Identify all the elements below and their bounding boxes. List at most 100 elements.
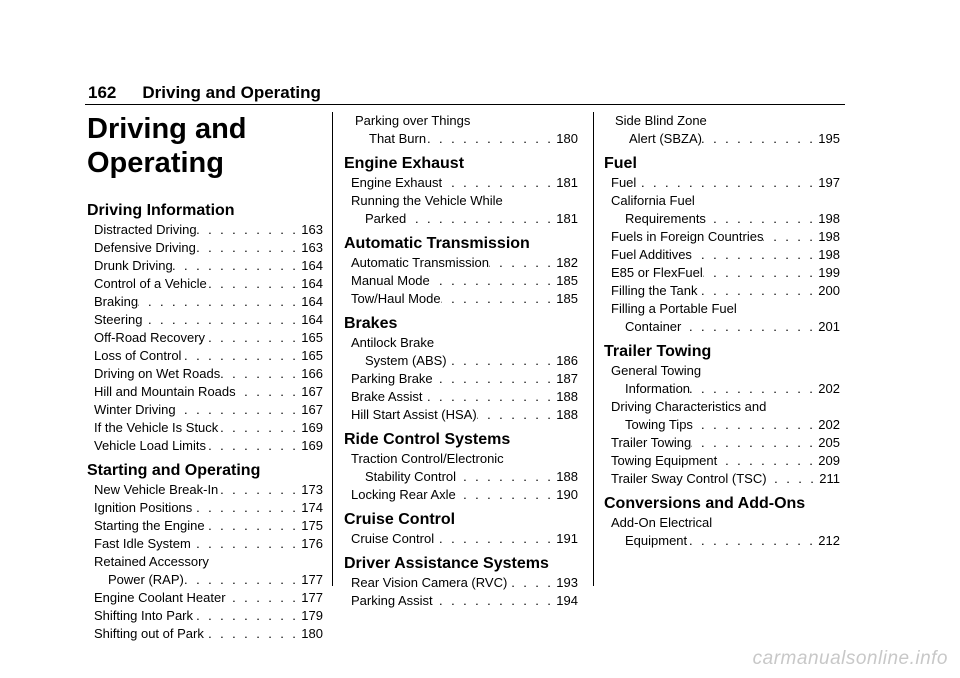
toc-entry[interactable]: E85 or FlexFuel199 <box>611 264 840 282</box>
toc-entry[interactable]: Manual Mode185 <box>351 272 578 290</box>
dot-leader <box>702 130 818 148</box>
dot-leader <box>687 532 818 550</box>
toc-entry[interactable]: Running the Vehicle WhileParked181 <box>351 192 578 228</box>
toc-entry-label: Vehicle Load Limits <box>94 438 207 453</box>
toc-entry[interactable]: Engine Exhaust181 <box>351 174 578 192</box>
toc-entry-label: Loss of Control <box>94 348 182 363</box>
toc-entry[interactable]: Parking Brake187 <box>351 370 578 388</box>
dot-leader <box>433 370 557 388</box>
toc-entry-label: Power (RAP) <box>108 572 184 587</box>
section-heading: Starting and Operating <box>87 462 261 479</box>
toc-entry-page: 202 <box>818 417 840 432</box>
toc-entry[interactable]: Vehicle Load Limits169 <box>94 437 323 455</box>
toc-entry[interactable]: Starting the Engine175 <box>94 517 323 535</box>
chapter-title-line: Driving and <box>87 113 247 145</box>
toc-entry[interactable]: Defensive Driving163 <box>94 239 323 257</box>
toc-entry-label: Filling the Tank <box>611 283 698 298</box>
toc-entry-label: Engine Coolant Heater <box>94 590 226 605</box>
toc-entry[interactable]: Distracted Driving163 <box>94 221 323 239</box>
toc-entry-label: Rear Vision Camera (RVC) <box>351 575 508 590</box>
toc-entry[interactable]: Towing Equipment209 <box>611 452 840 470</box>
toc-entry[interactable]: Off-Road Recovery165 <box>94 329 323 347</box>
toc-entry-page: 186 <box>556 353 578 368</box>
toc-entry-page: 188 <box>556 389 578 404</box>
toc-entry[interactable]: Fuels in Foreign Countries198 <box>611 228 840 246</box>
toc-entry-label: Information <box>625 381 691 396</box>
toc-entry[interactable]: Ignition Positions174 <box>94 499 323 517</box>
toc-entry-label: Manual Mode <box>351 273 430 288</box>
toc-entry[interactable]: California FuelRequirements198 <box>611 192 840 228</box>
dot-leader <box>406 210 556 228</box>
toc-entry[interactable]: Add-On ElectricalEquipment212 <box>611 514 840 550</box>
toc-entry[interactable]: New Vehicle Break-In173 <box>94 481 323 499</box>
toc-entry-label-line1: Retained Accessory <box>94 554 209 569</box>
toc-entry[interactable]: Control of a Vehicle164 <box>94 275 323 293</box>
toc-entry[interactable]: If the Vehicle Is Stuck169 <box>94 419 323 437</box>
toc-entry-label: Hill Start Assist (HSA) <box>351 407 477 422</box>
toc-entry[interactable]: Tow/Haul Mode185 <box>351 290 578 308</box>
toc-entry-page: 164 <box>301 258 323 273</box>
toc-entry[interactable]: Trailer Sway Control (TSC)211 <box>611 470 840 488</box>
toc-entry-row: Hill and Mountain Roads167 <box>94 383 323 401</box>
dot-leader <box>196 239 301 257</box>
toc-entry-label: Tow/Haul Mode <box>351 291 441 306</box>
toc-entry-label: Control of a Vehicle <box>94 276 207 291</box>
toc-entry[interactable]: Filling the Tank200 <box>611 282 840 300</box>
toc-entry[interactable]: Steering164 <box>94 311 323 329</box>
toc-entry[interactable]: Locking Rear Axle190 <box>351 486 578 504</box>
toc-entry[interactable]: Fast Idle System176 <box>94 535 323 553</box>
toc-entry[interactable]: Hill and Mountain Roads167 <box>94 383 323 401</box>
toc-entry[interactable]: Braking164 <box>94 293 323 311</box>
toc-entry[interactable]: Cruise Control191 <box>351 530 578 548</box>
chapter-title-line: Operating <box>87 147 224 179</box>
toc-entry[interactable]: General TowingInformation202 <box>611 362 840 398</box>
toc-entry[interactable]: Fuel197 <box>611 174 840 192</box>
toc-entry-row: Control of a Vehicle164 <box>94 275 323 293</box>
toc-entry[interactable]: Loss of Control 165 <box>94 347 323 365</box>
toc-entry[interactable]: Fuel Additives198 <box>611 246 840 264</box>
toc-entry-row: Manual Mode185 <box>351 272 578 290</box>
toc-entry[interactable]: Rear Vision Camera (RVC)193 <box>351 574 578 592</box>
toc-entry[interactable]: Drunk Driving 164 <box>94 257 323 275</box>
toc-entry-list: Distracted Driving163Defensive Driving16… <box>87 221 323 455</box>
toc-entry-row: Cruise Control191 <box>351 530 578 548</box>
toc-entry[interactable]: Shifting out of Park180 <box>94 625 323 643</box>
toc-entry[interactable]: Shifting Into Park179 <box>94 607 323 625</box>
toc-entry-row: Information202 <box>611 380 840 398</box>
toc-entry-label: Locking Rear Axle <box>351 487 456 502</box>
column-divider <box>332 112 333 586</box>
toc-entry[interactable]: Winter Driving167 <box>94 401 323 419</box>
toc-entry[interactable]: Parking Assist194 <box>351 592 578 610</box>
toc-column-3-sections: FuelFuel197California FuelRequirements19… <box>604 153 840 550</box>
toc-entry[interactable]: Trailer Towing205 <box>611 434 840 452</box>
dot-leader <box>636 174 818 192</box>
toc-entry[interactable]: Filling a Portable FuelContainer201 <box>611 300 840 336</box>
toc-entry-page: 167 <box>301 402 323 417</box>
toc-entry-label: Requirements <box>625 211 706 226</box>
toc-entry[interactable]: Automatic Transmission182 <box>351 254 578 272</box>
toc-entry-label: That Burn <box>369 131 427 146</box>
toc-entry-label: Equipment <box>625 533 688 548</box>
toc-entry-label: E85 or FlexFuel <box>611 265 703 280</box>
toc-entry[interactable]: Engine Coolant Heater177 <box>94 589 323 607</box>
toc-entry-page: 165 <box>301 348 323 363</box>
toc-entry-page: 188 <box>556 407 578 422</box>
dot-leader <box>477 406 557 424</box>
toc-entry[interactable]: Brake Assist188 <box>351 388 578 406</box>
toc-entry-row: Driving on Wet Roads166 <box>94 365 323 383</box>
toc-entry-label: Trailer Sway Control (TSC) <box>611 471 767 486</box>
toc-entry-label: Drunk Driving <box>94 258 173 273</box>
toc-entry[interactable]: Driving on Wet Roads166 <box>94 365 323 383</box>
toc-entry[interactable]: Hill Start Assist (HSA) 188 <box>351 406 578 424</box>
